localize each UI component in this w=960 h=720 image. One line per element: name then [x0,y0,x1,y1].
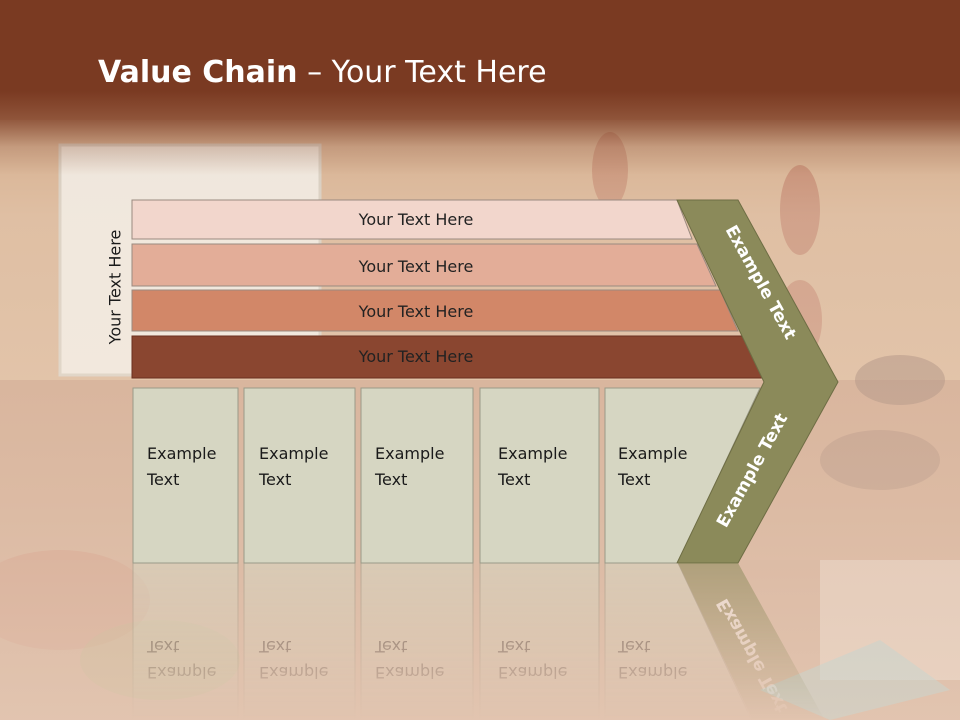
activity-box-3-line2: Text [374,470,407,489]
reflection-text: Text [617,637,650,656]
activity-box-2-line2: Text [258,470,291,489]
reflection-text: Text [258,637,291,656]
support-bar-3-label: Your Text Here [358,302,474,321]
activity-box-4-line1: Example [498,444,567,463]
reflection-text: Text [374,637,407,656]
reflection-text: Example [147,663,216,682]
reflection-text: Example [259,663,328,682]
support-bar-1 [131,199,693,240]
activity-box-5-line2: Text [617,470,650,489]
activity-box-3 [360,387,474,564]
activity-box-2 [243,387,356,564]
title-rest: – Your Text Here [307,55,547,90]
diagram-reflection: Example Text Example Text Example Text E… [132,562,825,720]
title-bold: Value Chain [98,55,298,90]
activity-box-4 [479,387,600,564]
reflection-text: Text [146,637,179,656]
activity-box-2-line1: Example [259,444,328,463]
support-bar-3 [131,289,739,332]
activity-box-1 [132,387,239,564]
reflection-text: Example [618,663,687,682]
activity-box-4-line2: Text [497,470,530,489]
slide-title: Value Chain – Your Text Here [98,55,547,90]
activity-box-5-line1: Example [618,444,687,463]
support-bar-1-label: Your Text Here [358,210,474,229]
reflection-text: Example [498,663,567,682]
activity-box-1-line1: Example [147,444,216,463]
header-band [0,0,960,175]
support-bar-4-label: Your Text Here [358,347,474,366]
activity-box-1-line2: Text [146,470,179,489]
reflection-text: Text [497,637,530,656]
reflection-text: Example [375,663,444,682]
support-bar-2 [131,243,717,287]
activity-box-3-line1: Example [375,444,444,463]
support-bar-2-label: Your Text Here [358,257,474,276]
